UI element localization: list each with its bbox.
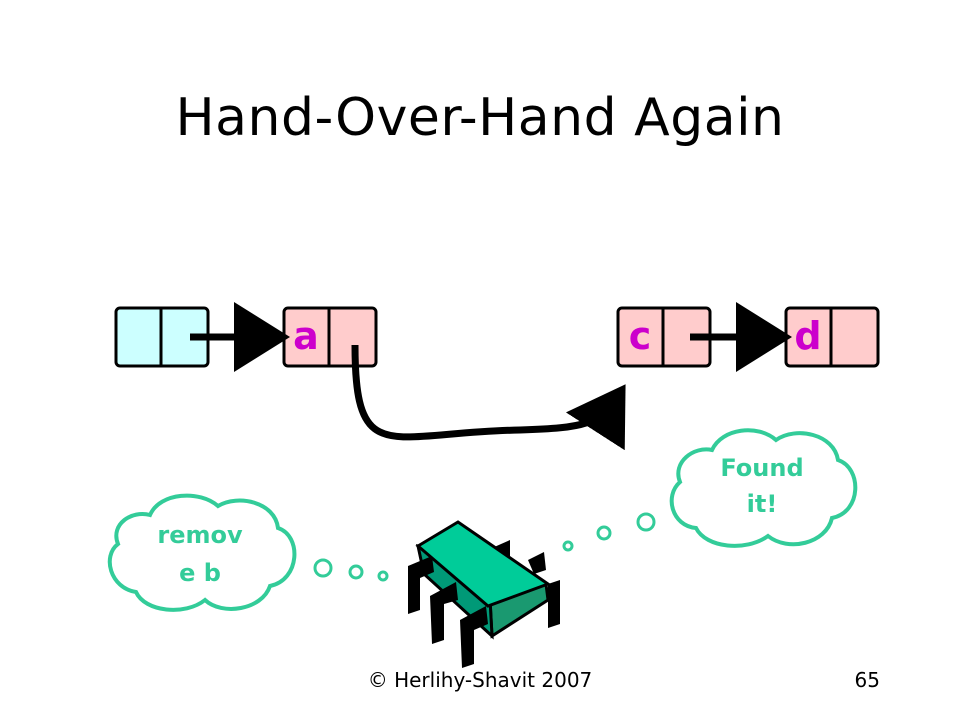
- thought-cloud-left: remov e b: [107, 493, 297, 612]
- thought-bubble: [348, 564, 364, 580]
- arrow-a-to-c: [351, 344, 626, 451]
- slide-title: Hand-Over-Hand Again: [175, 88, 785, 148]
- thought-cloud-right: Found it!: [669, 428, 858, 548]
- footer-copyright: © Herlihy-Shavit 2007: [367, 668, 593, 692]
- thought-bubble: [562, 540, 574, 552]
- footer-page-number: 65: [854, 668, 880, 692]
- thought-bubble: [377, 570, 389, 582]
- thought-bubble: [636, 512, 656, 532]
- thought-text-right-line1: Found: [720, 454, 803, 482]
- thought-bubble: [313, 558, 333, 578]
- list-node-d: d: [784, 306, 880, 368]
- thought-text-left-line2: e b: [179, 559, 221, 587]
- thought-bubble: [596, 525, 612, 541]
- list-node-c: c: [616, 306, 712, 368]
- thought-text-right-line2: it!: [747, 490, 778, 518]
- node-label: d: [794, 314, 821, 358]
- thought-text-left-line1: remov: [157, 521, 243, 549]
- processor-chip-icon: [408, 520, 560, 668]
- list-node-a: a: [282, 306, 378, 368]
- node-label: a: [293, 314, 319, 358]
- node-label: c: [629, 314, 652, 358]
